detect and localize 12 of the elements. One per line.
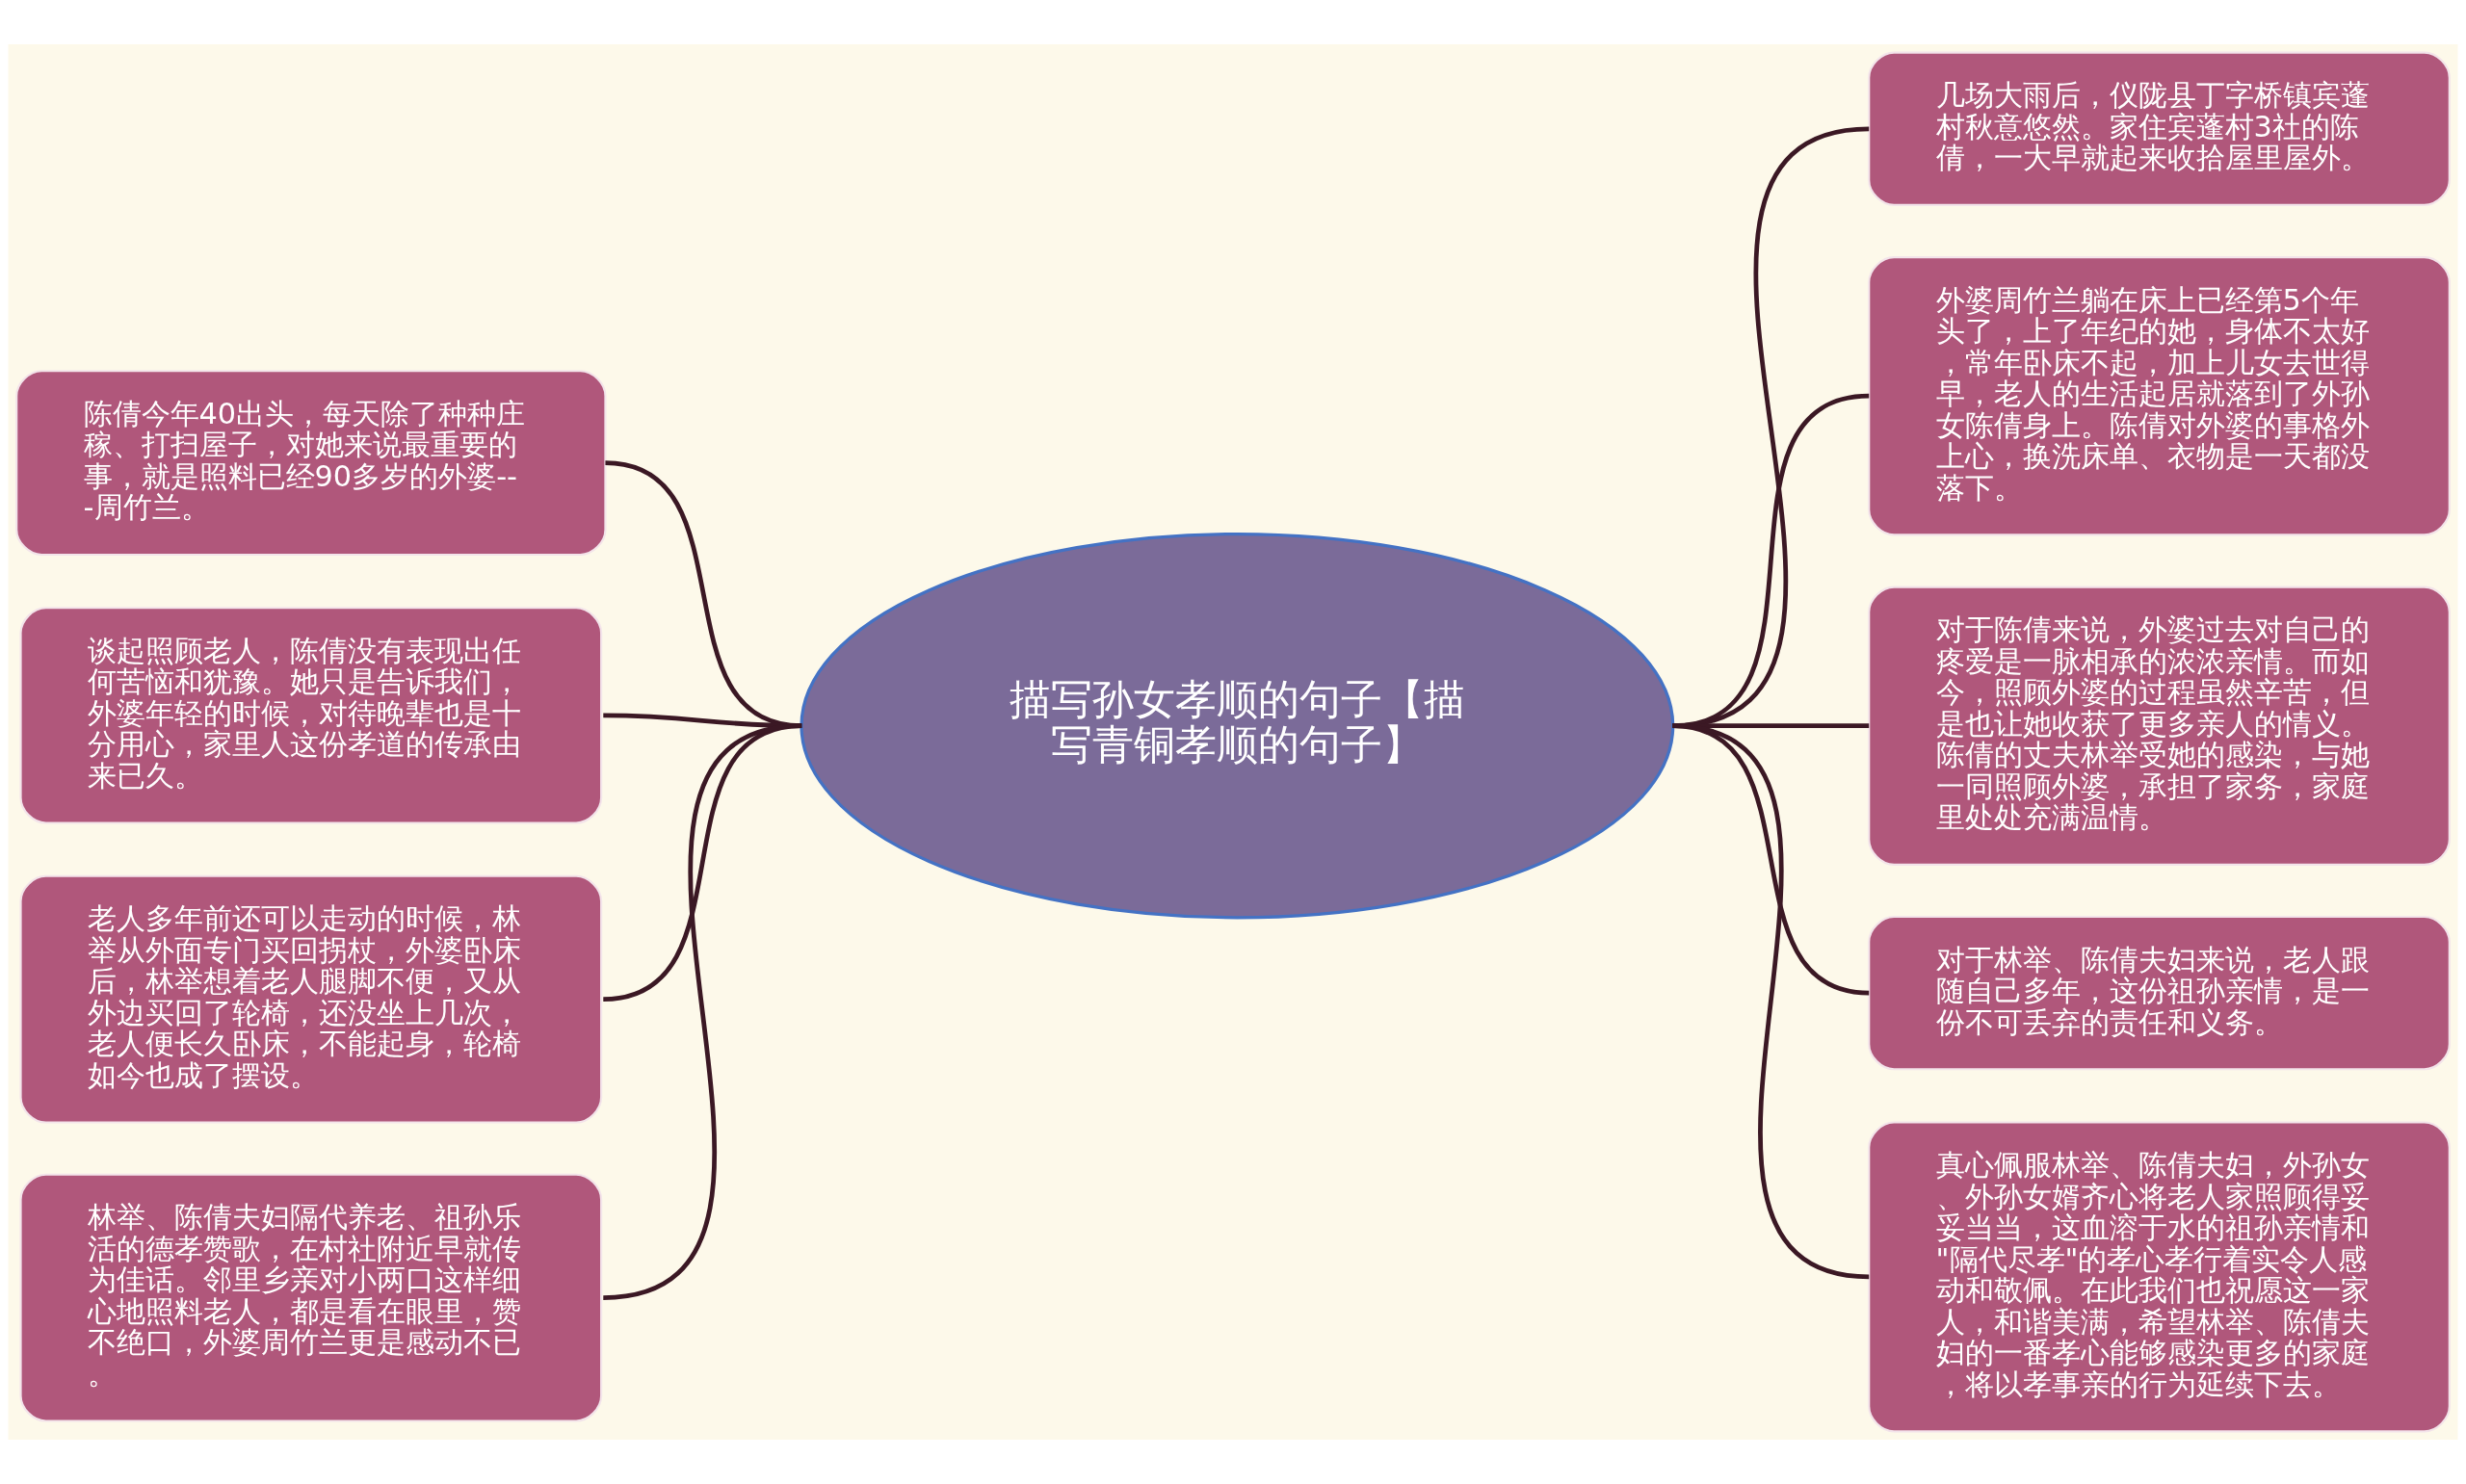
node-box: 陈倩今年40出头，每天除了种种庄稼、打扫屋子，对她来说最重要的事，就是照料已经90多岁的外婆---周竹兰。 <box>15 370 607 557</box>
connector <box>602 723 802 1300</box>
node-box: 几场大雨后，仪陇县丁字桥镇宾蓬村秋意悠然。家住宾蓬村3社的陈倩，一大早就起来收拾屋里屋外。 <box>1868 51 2451 206</box>
connector <box>1672 723 1870 1280</box>
node-box: 谈起照顾老人，陈倩没有表现出任何苦恼和犹豫。她只是告诉我们，外婆年轻的时候，对待晚辈也是十分用心，家里人这份孝道的传承由来已久。 <box>19 607 603 824</box>
node-box: 老人多年前还可以走动的时候，林举从外面专门买回拐杖，外婆卧床后，林举想着老人腿脚不便，又从外边买回了轮椅，还没坐上几次，老人便长久卧床，不能起身，轮椅如今也成了摆设。 <box>19 874 603 1124</box>
node-box: 真心佩服林举、陈倩夫妇，外孙女、外孙女婿齐心将老人家照顾得妥妥当当，这血溶于水的祖孙亲情和"隔代尽孝"的孝心孝行着实令人感动和敬佩。在此我们也祝愿这一家人，和谐美满，希望林举、陈倩夫妇的一番孝心能够感染更多的家庭，将以孝事亲的行为延续下去。 <box>1868 1121 2451 1433</box>
node-ellipse: 描写孙女孝顺的句子【描写青铜孝顺的句子】 <box>800 533 1675 920</box>
node-box: 林举、陈倩夫妇隔代养老、祖孙乐活的德孝赞歌，在村社附近早就传为佳话。邻里乡亲对小两口这样细心地照料老人，都是看在眼里，赞不绝口，外婆周竹兰更是感动不已。 <box>19 1173 603 1422</box>
node-box: 外婆周竹兰躺在床上已经第5个年头了，上了年纪的她，身体不太好，常年卧床不起，加上儿女去世得早，老人的生活起居就落到了外孙女陈倩身上。陈倩对外婆的事格外上心，换洗床单、衣物是一天都没落下。 <box>1868 256 2451 536</box>
node-box: 对于林举、陈倩夫妇来说，老人跟随自己多年，这份祖孙亲情，是一份不可丢弃的责任和义务。 <box>1868 915 2451 1071</box>
node-box: 对于陈倩来说，外婆过去对自己的疼爱是一脉相承的浓浓亲情。而如今，照顾外婆的过程虽然辛苦，但是也让她收获了更多亲人的情义。陈倩的丈夫林举受她的感染，与她一同照顾外婆，承担了家务，家庭里处处充满温情。 <box>1868 586 2451 866</box>
